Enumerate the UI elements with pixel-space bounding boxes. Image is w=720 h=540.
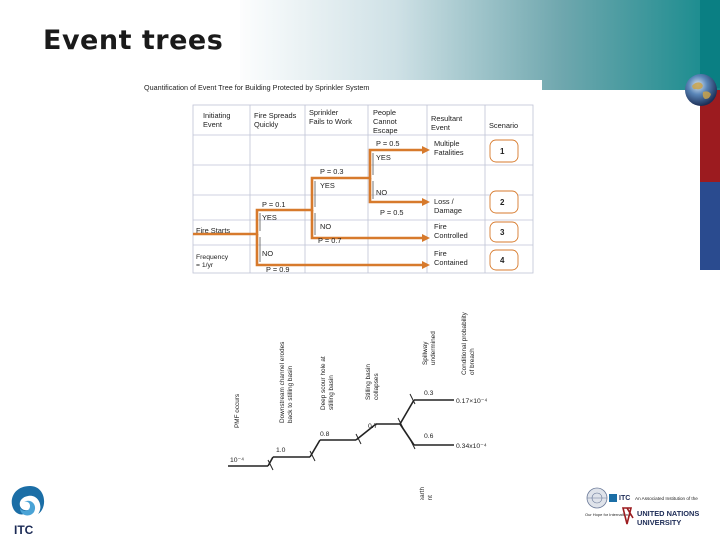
prob-a: 0.17×10⁻⁴ bbox=[456, 398, 487, 405]
value-1-0: 1.0 bbox=[276, 447, 286, 454]
tree1-arrowheads bbox=[422, 146, 430, 269]
scenario-1: 1 bbox=[500, 147, 505, 156]
accent-bar-red bbox=[700, 90, 720, 182]
label-yes1: YES bbox=[262, 213, 277, 222]
col-deep-scour: Deep scour hole atstilling basin bbox=[320, 356, 335, 410]
col-spillway-undermined: Spillwayundermined bbox=[422, 331, 437, 365]
label-erosion: Erosion of earthembankment bbox=[419, 486, 434, 500]
sprinkler-event-tree: Quantification of Event Tree for Buildin… bbox=[140, 80, 542, 276]
accent-bar-blue bbox=[700, 182, 720, 270]
itc-logo-text: ITC bbox=[14, 523, 34, 537]
value-0-7: 0.7 bbox=[368, 423, 378, 430]
label-p05b: P = 0.5 bbox=[380, 208, 404, 217]
slide-title: Event trees bbox=[43, 25, 224, 56]
globe-icon bbox=[685, 74, 717, 106]
scenario-boxes bbox=[489, 139, 519, 271]
prob-b: 0.34x10⁻⁴ bbox=[456, 443, 487, 450]
col-pmf-occurs: PMF occurs bbox=[234, 394, 241, 428]
col-downstream-erodes: Downstream channel erodesback to stillin… bbox=[279, 342, 294, 423]
un-line3: UNIVERSITY bbox=[637, 518, 681, 527]
dam-breach-event-tree: PMF occurs Downstream channel erodesback… bbox=[228, 311, 487, 500]
tree1-branches bbox=[193, 148, 422, 267]
un-university-logo: ITC An Associated Institution of the Our… bbox=[585, 487, 699, 527]
un-note-text: Our Hope for International bbox=[585, 512, 631, 517]
tree1-caption: Quantification of Event Tree for Buildin… bbox=[144, 83, 369, 92]
tree1-prob-arrows bbox=[259, 153, 374, 262]
label-p01: P = 0.1 bbox=[262, 200, 286, 209]
label-no2: NO bbox=[320, 222, 331, 231]
un-associated-text: An Associated Institution of the bbox=[635, 496, 698, 501]
un-line2: UNITED NATIONS bbox=[637, 509, 699, 518]
tree2-branches bbox=[228, 399, 454, 467]
label-yes2: YES bbox=[320, 181, 335, 190]
label-p07: P = 0.7 bbox=[318, 236, 342, 245]
initiating-event: Fire Starts bbox=[196, 226, 230, 235]
header-scenario: Scenario bbox=[489, 121, 518, 130]
value-0-6: 0.6 bbox=[424, 433, 434, 440]
value-initial: 10⁻⁴ bbox=[230, 457, 244, 464]
label-p05: P = 0.5 bbox=[376, 139, 400, 148]
scenario-2: 2 bbox=[500, 198, 505, 207]
tree1-grid bbox=[192, 104, 534, 274]
frequency: Frequency= 1/yr bbox=[196, 254, 229, 269]
outcome-loss-damage: Loss /Damage bbox=[434, 197, 462, 215]
label-no1: NO bbox=[262, 249, 273, 258]
accent-bar-teal bbox=[700, 0, 720, 88]
label-p09: P = 0.9 bbox=[266, 265, 290, 274]
itc-logo: ITC bbox=[11, 486, 45, 537]
value-0-3: 0.3 bbox=[424, 390, 434, 397]
label-p03: P = 0.3 bbox=[320, 167, 344, 176]
label-no3: NO bbox=[376, 188, 387, 197]
tree2-ticks bbox=[267, 393, 416, 471]
value-0-8: 0.8 bbox=[320, 431, 330, 438]
col-conditional-probability: Conditional probabilityof breach bbox=[461, 311, 476, 375]
header-white-area bbox=[0, 0, 240, 90]
label-yes3: YES bbox=[376, 153, 391, 162]
scenario-4: 4 bbox=[500, 256, 505, 265]
scenario-3: 3 bbox=[500, 228, 505, 237]
un-itc-text: ITC bbox=[619, 495, 630, 502]
col-basin-collapses: Stilling basincollapses bbox=[365, 364, 380, 400]
